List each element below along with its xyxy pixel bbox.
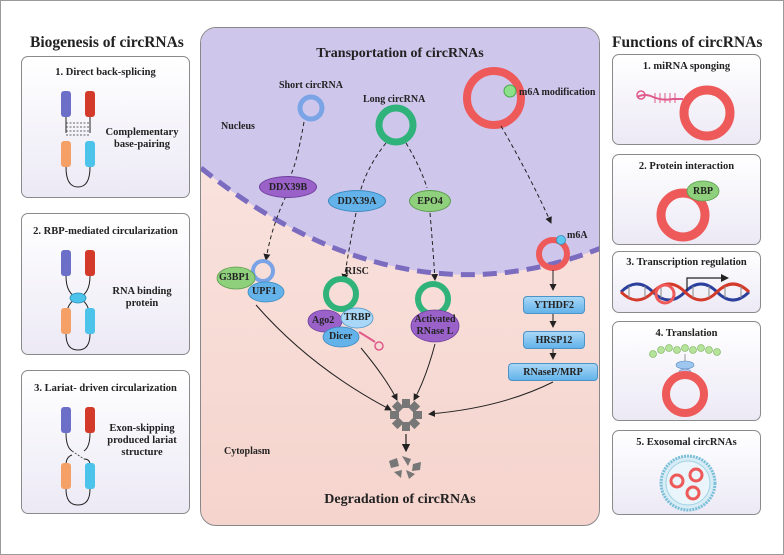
rbp-label: RBP — [693, 186, 713, 197]
m6a-circrna-ring — [463, 67, 525, 129]
trbp-label: TRBP — [344, 312, 371, 323]
degradation-title: Degradation of circRNAs — [324, 492, 476, 507]
panel-title: 4. Translation — [655, 328, 718, 339]
epo4-protein: EPO4 — [409, 190, 451, 212]
degradation-wheel-icon — [390, 399, 422, 431]
long-circrna-ring — [375, 104, 417, 146]
panel-text-line1: Exon-skipping — [109, 423, 175, 434]
right-heading: Functions of circRNAs — [612, 34, 763, 51]
biogenesis-panel-3: 3. Lariat- driven circularization Exon-s… — [21, 370, 190, 514]
back-splicing-illustration — [61, 91, 95, 188]
transcription-regulation-illustration — [619, 274, 751, 305]
function-panel-5: 5. Exosomal circRNAs — [612, 430, 761, 515]
rnase-l-line2: RNase L — [416, 326, 454, 337]
panel-title: 3. Transcription regulation — [626, 257, 747, 268]
risc-label: RISC — [345, 266, 369, 277]
exosome-illustration — [659, 454, 717, 512]
short-circrna-label: Short circRNA — [279, 80, 343, 91]
panel-text-line2: base-pairing — [113, 139, 170, 150]
function-panel-4: 4. Translation — [612, 321, 761, 421]
center-illustration — [201, 28, 599, 479]
protein-interaction-illustration — [656, 180, 720, 242]
rbp-illustration — [61, 250, 95, 351]
long-circrna-label: Long circRNA — [363, 94, 426, 105]
function-panel-1: 1. miRNA sponging — [612, 54, 761, 145]
upf1-label: UPF1 — [252, 286, 277, 297]
lariat-illustration — [61, 407, 95, 506]
mirna-sponge-illustration — [636, 85, 735, 141]
panel-text-line1: Complementary — [105, 127, 179, 138]
biogenesis-panel-2: 2. RBP-mediated circularization RNA bind… — [21, 213, 190, 355]
panel-text-line3: structure — [121, 447, 163, 458]
m6a-modification-label: m6A modification — [519, 87, 596, 98]
panel-text-line2: protein — [125, 298, 159, 309]
panel-title: 2. RBP-mediated circularization — [33, 226, 178, 237]
rnase-l-line1: Activated — [414, 314, 456, 325]
function-panel-3: 3. Transcription regulation — [612, 251, 761, 313]
short-circrna-ring — [297, 94, 325, 122]
left-heading: Biogenesis of circRNAs — [30, 34, 184, 51]
hrsp12-box: HRSP12 — [523, 331, 585, 349]
cytoplasm-label: Cytoplasm — [224, 446, 271, 457]
panel-title: 5. Exosomal circRNAs — [636, 437, 737, 448]
panel-title: 3. Lariat- driven circularization — [34, 383, 177, 394]
dicer-label: Dicer — [329, 331, 353, 342]
panel-title: 1. miRNA sponging — [642, 61, 731, 72]
panel-title: 2. Protein interaction — [638, 161, 735, 172]
rna-fragments-icon — [389, 456, 421, 479]
function-panel-2: 2. Protein interaction RBP — [612, 154, 761, 245]
ago2-label: Ago2 — [312, 315, 335, 326]
rnasep-mrp-box: RNaseP/MRP — [508, 363, 598, 381]
center-title: Transportation of circRNAs — [316, 46, 484, 61]
panel-text-line2: produced lariat — [107, 435, 177, 446]
biogenesis-panel-1: 1. Direct back-splicing Complementary ba… — [21, 56, 190, 198]
panel-title: 1. Direct back-splicing — [55, 67, 156, 78]
translation-illustration — [649, 344, 721, 417]
ythdf2-box: YTHDF2 — [523, 296, 585, 314]
panel-text-line1: RNA binding — [112, 286, 172, 297]
g3bp1-label: G3BP1 — [219, 272, 250, 283]
nucleus-label: Nucleus — [221, 121, 255, 132]
transport-panel: Transportation of circRNAs Nucleus Cytop… — [200, 27, 600, 526]
ddx39b-protein: DDX39B — [259, 176, 317, 198]
ddx39a-protein: DDX39A — [328, 190, 386, 212]
m6a-label: m6A — [567, 230, 588, 241]
